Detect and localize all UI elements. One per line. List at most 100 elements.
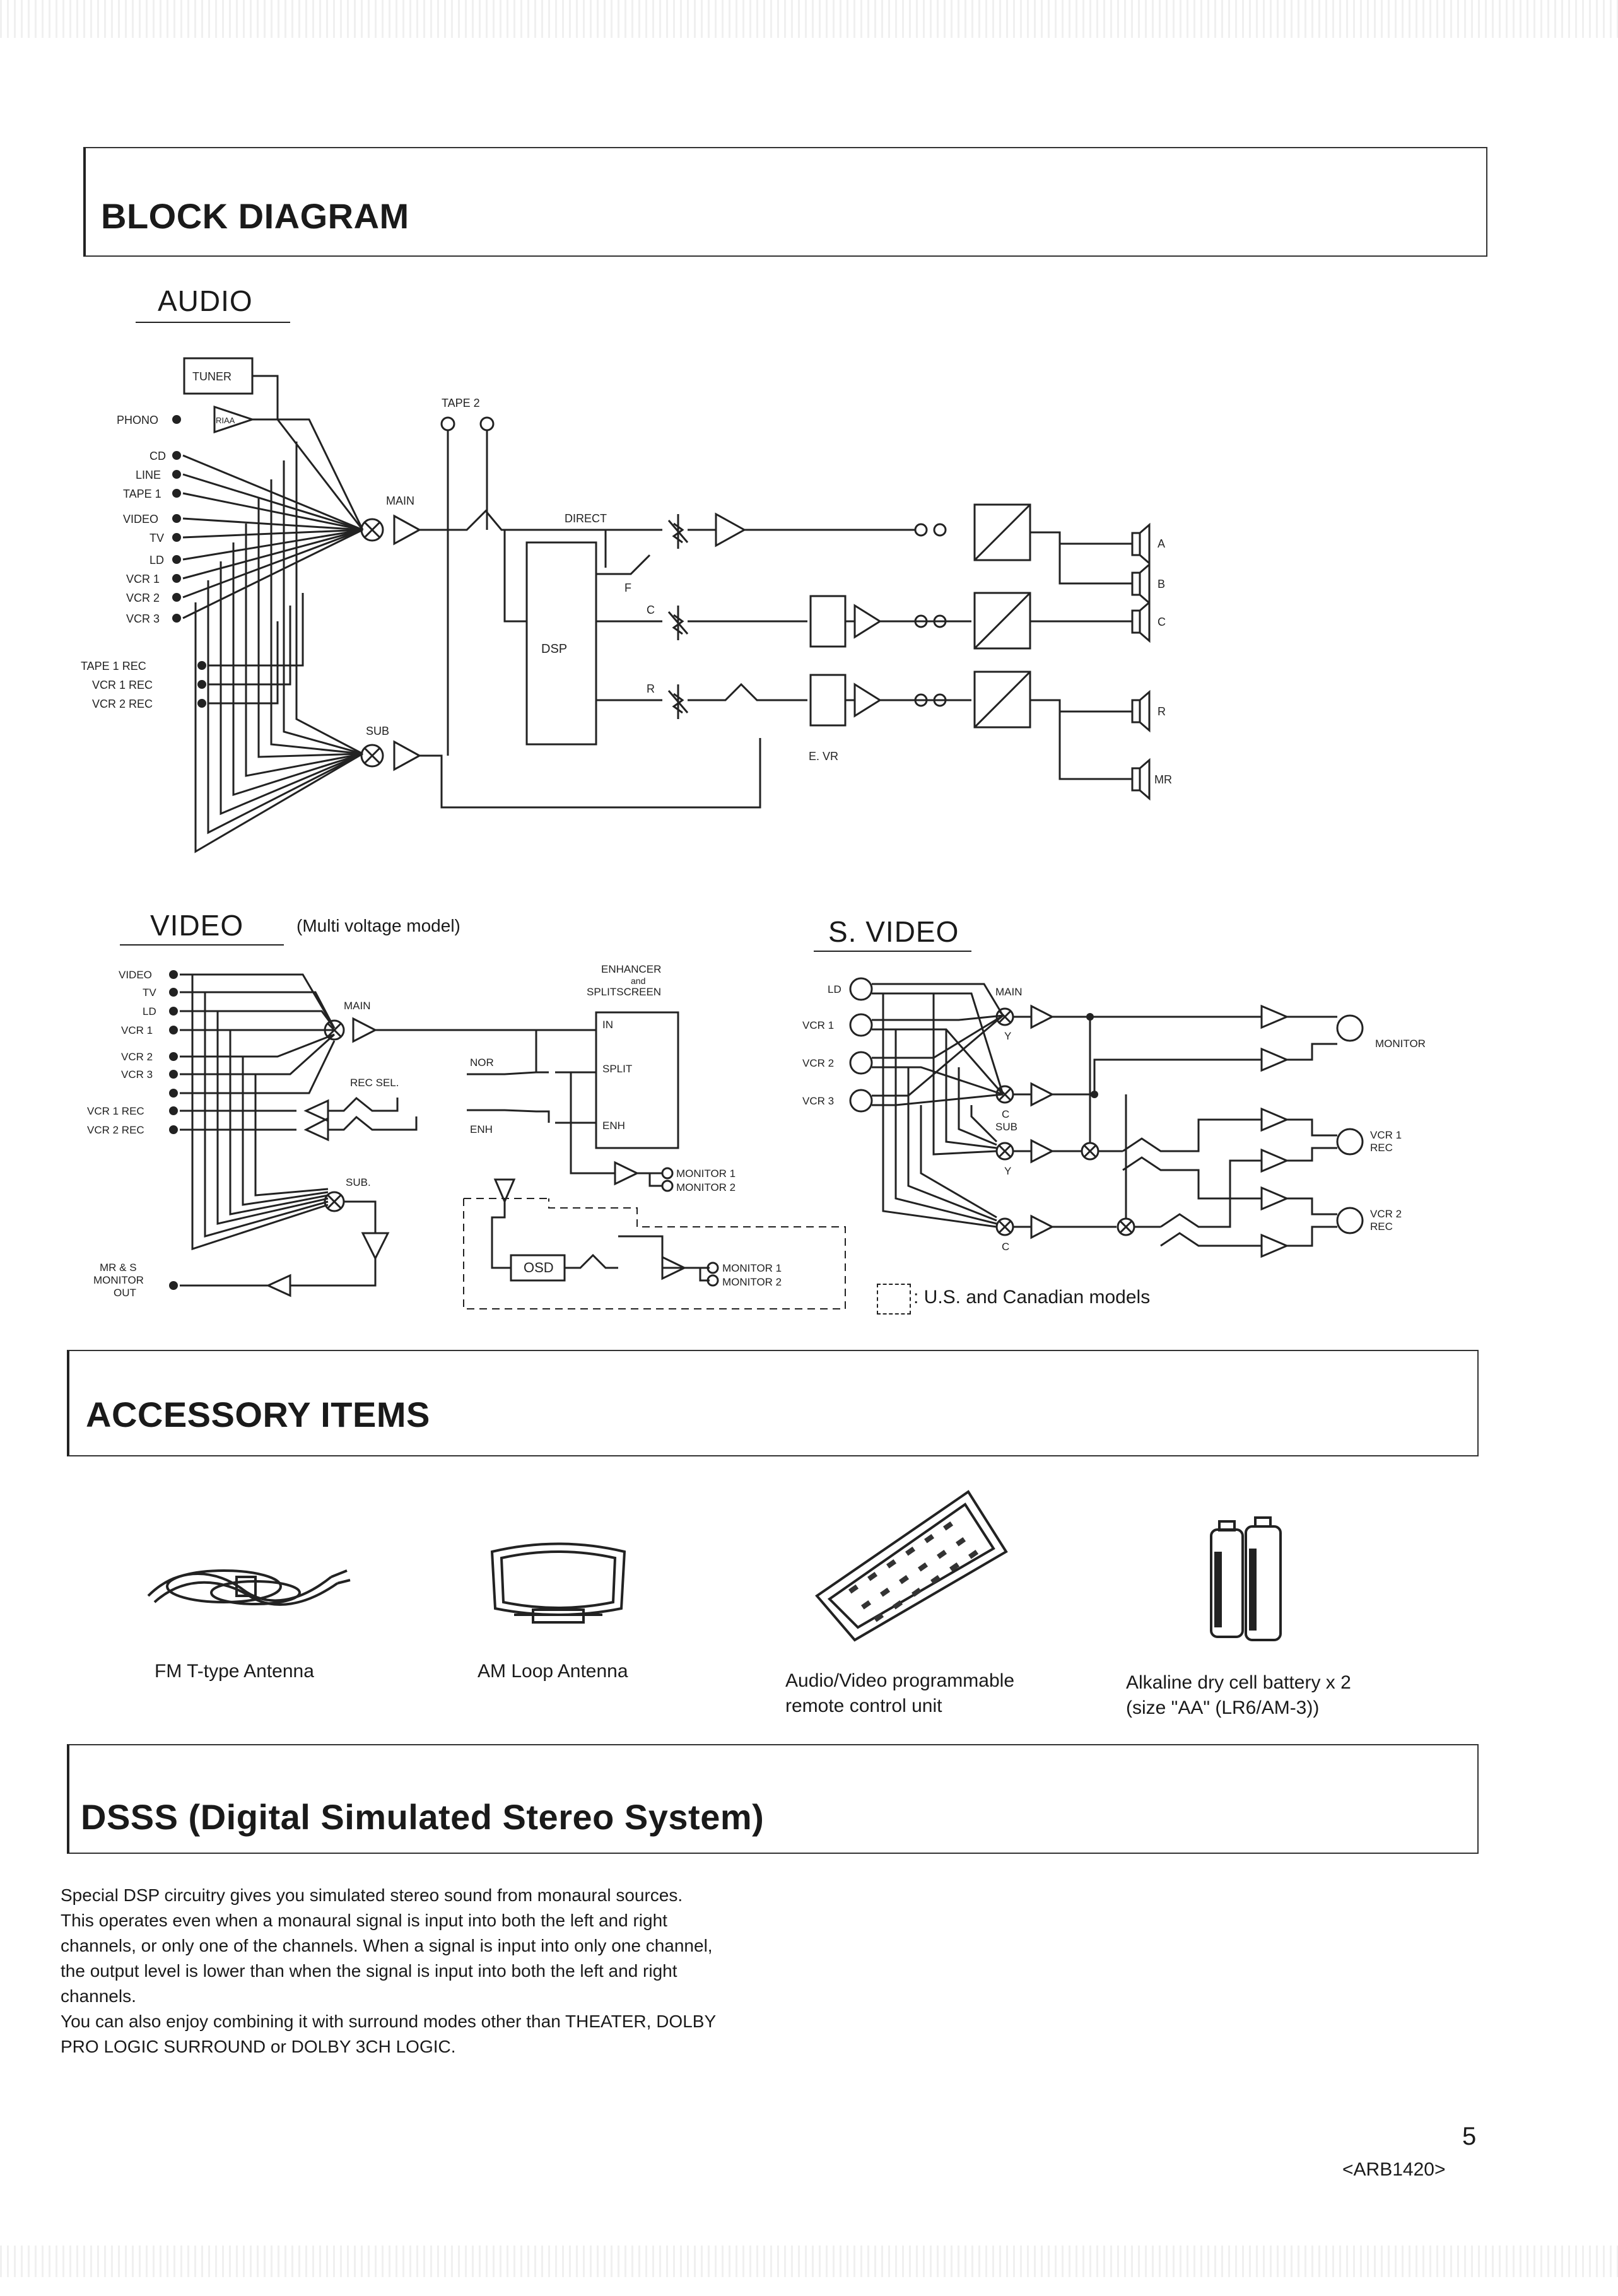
video-label-tv: TV <box>143 987 156 999</box>
audio-label-vcr1rec: VCR 1 REC <box>92 679 153 691</box>
svideo-label-main: MAIN <box>995 986 1023 998</box>
video-label-vcr1: VCR 1 <box>121 1024 153 1036</box>
accessory-title: ACCESSORY ITEMS <box>86 1395 430 1434</box>
video-label-vcr2: VCR 2 <box>121 1051 153 1063</box>
audio-label-main: MAIN <box>386 495 414 507</box>
accessory-caption-battery: Alkaline dry cell battery x 2 (size "AA"… <box>1126 1672 1351 1718</box>
scan-noise-bottom <box>0 2246 1618 2277</box>
audio-label-tape2: TAPE 2 <box>442 397 480 409</box>
am-loop-antenna-icon <box>490 1542 626 1624</box>
video-label-splitscreen: SPLITSCREEN <box>587 986 661 998</box>
audio-label-line: LINE <box>136 469 161 481</box>
video-label-nor: NOR <box>470 1057 494 1069</box>
audio-heading: AUDIO <box>158 284 253 317</box>
video-label-video: VIDEO <box>119 969 152 981</box>
svideo-label-vcr2rec-1: VCR 2 <box>1370 1208 1402 1220</box>
svideo-label-vcr2rec-2: REC <box>1370 1221 1393 1233</box>
video-label-recsel: REC SEL. <box>350 1077 399 1089</box>
video-label-mrs-1: MR & S <box>100 1262 137 1274</box>
video-label-monitor1-b: MONITOR 1 <box>722 1262 782 1274</box>
video-label-monitor2-b: MONITOR 2 <box>722 1276 782 1288</box>
audio-label-ld: LD <box>149 554 164 566</box>
block-diagram-header-box <box>83 147 1487 257</box>
dsss-paragraph-1: Special DSP circuitry gives you simulate… <box>61 1885 683 1905</box>
svideo-label-y1: Y <box>1004 1030 1011 1042</box>
video-label-enh: ENH <box>470 1123 493 1135</box>
accessory-caption-remote: Audio/Video programmable remote control … <box>785 1670 1015 1716</box>
video-label-monitor1-a: MONITOR 1 <box>676 1168 736 1180</box>
svideo-block-diagram: LD VCR 1 VCR 2 VCR 3 MAIN Y C SUB Y C MO… <box>802 977 1426 1258</box>
scan-noise-top <box>0 0 1618 38</box>
audio-label-spk-b: B <box>1158 578 1165 590</box>
video-label-vcr2rec: VCR 2 REC <box>87 1124 144 1136</box>
block-diagram-title: BLOCK DIAGRAM <box>101 196 409 236</box>
svideo-label-c1: C <box>1002 1108 1009 1120</box>
audio-label-direct: DIRECT <box>565 512 607 525</box>
video-label-osd: OSD <box>524 1260 554 1275</box>
svideo-label-y2: Y <box>1004 1165 1011 1177</box>
svideo-label-sub: SUB <box>995 1121 1017 1133</box>
video-label-monitor2-a: MONITOR 2 <box>676 1181 736 1193</box>
legend-dashed-box <box>877 1284 911 1315</box>
battery-icon <box>1210 1516 1282 1641</box>
fm-antenna-icon <box>147 1569 351 1606</box>
svideo-label-vcr1rec-2: REC <box>1370 1142 1393 1154</box>
audio-label-c: C <box>647 604 655 616</box>
audio-label-spk-mr: MR <box>1154 773 1172 786</box>
dsss-header-box <box>67 1744 1479 1854</box>
audio-label-tape1: TAPE 1 <box>123 488 161 500</box>
video-label-and: and <box>631 976 645 986</box>
accessory-header-box <box>67 1350 1479 1456</box>
video-heading-underline <box>120 944 284 946</box>
audio-heading-underline <box>136 322 290 323</box>
video-model-note: (Multi voltage model) <box>296 916 460 935</box>
audio-label-spk-a: A <box>1158 537 1165 550</box>
svideo-label-vcr1rec-1: VCR 1 <box>1370 1129 1402 1141</box>
audio-label-tape1rec: TAPE 1 REC <box>81 660 146 672</box>
audio-label-r: R <box>647 682 655 695</box>
audio-label-dsp: DSP <box>541 642 567 656</box>
video-label-enh-box: ENH <box>602 1120 625 1132</box>
video-label-mrs-2: MONITOR <box>93 1274 144 1286</box>
dsss-paragraph-3: You can also enjoy combining it with sur… <box>61 2012 716 2056</box>
audio-block-diagram: TUNER PHONO RIAA CD LINE TAPE 1 VIDEO TV… <box>81 357 1172 853</box>
svideo-label-monitor: MONITOR <box>1375 1038 1426 1050</box>
audio-label-vcr2rec: VCR 2 REC <box>92 698 153 710</box>
video-label-mrs-3: OUT <box>114 1287 136 1299</box>
audio-label-tv: TV <box>149 532 164 544</box>
dsss-body: Special DSP circuitry gives you simulate… <box>61 1883 742 2059</box>
audio-label-evr: E. VR <box>809 750 838 763</box>
video-label-vcr3: VCR 3 <box>121 1069 153 1081</box>
audio-label-sub: SUB <box>366 725 389 737</box>
audio-label-riaa: RIAA <box>216 416 235 425</box>
audio-label-phono: PHONO <box>117 414 158 426</box>
svideo-label-c2: C <box>1002 1241 1009 1253</box>
video-block-diagram: VIDEO TV LD VCR 1 VCR 2 VCR 3 VCR 1 REC … <box>87 963 846 1309</box>
svideo-label-vcr3: VCR 3 <box>802 1095 834 1107</box>
audio-label-spk-c: C <box>1158 616 1166 628</box>
document-code: <ARB1420> <box>1342 2159 1446 2180</box>
dsss-paragraph-2: This operates even when a monaural signa… <box>61 1911 713 2006</box>
audio-label-vcr1: VCR 1 <box>126 573 160 585</box>
video-label-split: SPLIT <box>602 1063 632 1075</box>
svideo-heading-underline <box>814 951 971 952</box>
video-label-main: MAIN <box>344 1000 371 1012</box>
audio-label-tuner: TUNER <box>192 370 232 383</box>
audio-label-vcr3: VCR 3 <box>126 612 160 625</box>
svideo-label-vcr2: VCR 2 <box>802 1057 834 1069</box>
remote-control-icon <box>815 1490 1008 1642</box>
video-label-enhancer: ENHANCER <box>601 963 661 975</box>
dsss-title: DSSS (Digital Simulated Stereo System) <box>81 1797 765 1837</box>
svideo-label-vcr1: VCR 1 <box>802 1019 834 1031</box>
audio-label-video: VIDEO <box>123 513 158 525</box>
svideo-heading: S. VIDEO <box>828 915 959 948</box>
audio-label-vcr2: VCR 2 <box>126 592 160 604</box>
audio-label-cd: CD <box>149 450 166 462</box>
svideo-label-ld: LD <box>828 983 841 995</box>
video-label-sub: SUB. <box>346 1176 371 1188</box>
accessory-caption-am: AM Loop Antenna <box>478 1661 628 1682</box>
video-label-vcr1rec: VCR 1 REC <box>87 1105 144 1117</box>
video-label-in: IN <box>602 1019 613 1031</box>
accessory-caption-fm: FM T-type Antenna <box>155 1661 314 1682</box>
audio-label-f: F <box>624 582 631 594</box>
